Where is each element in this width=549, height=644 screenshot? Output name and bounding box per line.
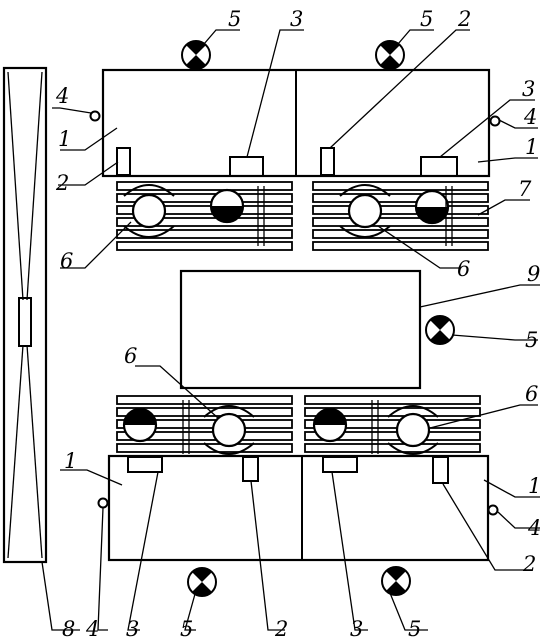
sensor-5-top-left — [181, 40, 211, 70]
sensor-5-top-right — [375, 40, 405, 70]
label-5-top-left: 5 — [228, 7, 241, 31]
fin-block-top-left — [116, 181, 293, 251]
label-3-top-left: 3 — [290, 7, 303, 31]
label-1-bottom-left: 1 — [64, 449, 77, 473]
leader-lines — [41, 29, 540, 631]
bolt-4-bottom-left — [97, 497, 109, 509]
label-5-bottom-right: 5 — [408, 617, 421, 641]
part-2-bottom-left — [242, 456, 259, 482]
label-3-bottom-left: 3 — [126, 617, 139, 641]
fin-block-bottom-right — [304, 395, 481, 455]
bottom-housing — [97, 454, 499, 562]
label-2-bottom-left: 2 — [274, 617, 288, 641]
bolt-4-top-right — [489, 115, 501, 127]
bolt-4-top-left — [89, 110, 101, 122]
fin-block-bottom-left — [116, 395, 293, 455]
label-1-top-right: 1 — [525, 135, 538, 159]
label-6-top-left: 6 — [60, 249, 73, 273]
label-8: 8 — [62, 617, 75, 641]
label-6-bottom-right: 6 — [525, 382, 538, 406]
label-2-bottom-right: 2 — [522, 552, 536, 576]
label-5-bottom-left: 5 — [180, 617, 193, 641]
label-6-bottom-left: 6 — [124, 344, 137, 368]
label-6-top-right: 6 — [457, 257, 470, 281]
part-3-top-right — [420, 156, 458, 177]
part-2-top-right — [320, 147, 335, 176]
part-3-bottom-right — [322, 456, 358, 473]
label-1-top-left: 1 — [58, 127, 71, 151]
label-4-bottom-right: 4 — [527, 516, 541, 540]
part-2-bottom-right — [432, 456, 449, 484]
part-2-top-left — [116, 147, 131, 176]
top-housing — [89, 68, 501, 178]
sensor-5-bottom-right — [381, 566, 411, 596]
label-4-top-left: 4 — [55, 84, 69, 108]
center-box-9 — [179, 269, 422, 390]
label-4-bottom-left: 4 — [85, 617, 99, 641]
label-5-top-right: 5 — [420, 7, 433, 31]
label-3-right: 3 — [522, 77, 535, 101]
label-5-middle: 5 — [525, 328, 538, 352]
label-9: 9 — [527, 262, 540, 286]
part-3-top-left — [229, 156, 264, 177]
sensor-5-bottom-left — [187, 567, 217, 597]
part-3-bottom-left — [127, 456, 163, 473]
sensor-5-middle — [425, 315, 455, 345]
label-7: 7 — [518, 177, 532, 201]
label-2-top-left: 2 — [55, 171, 69, 195]
label-1-bottom-right: 1 — [528, 474, 541, 498]
bolt-4-bottom-right — [487, 504, 499, 516]
label-4-top-right: 4 — [523, 105, 537, 129]
fin-block-top-right — [312, 181, 489, 251]
label-2-top-right: 2 — [457, 7, 471, 31]
side-panel-8 — [2, 66, 48, 564]
label-3-bottom-right: 3 — [350, 617, 363, 641]
reference-labels: 5 3 5 2 3 4 1 7 6 9 5 6 1 4 2 4 1 2 6 6 … — [55, 7, 541, 641]
